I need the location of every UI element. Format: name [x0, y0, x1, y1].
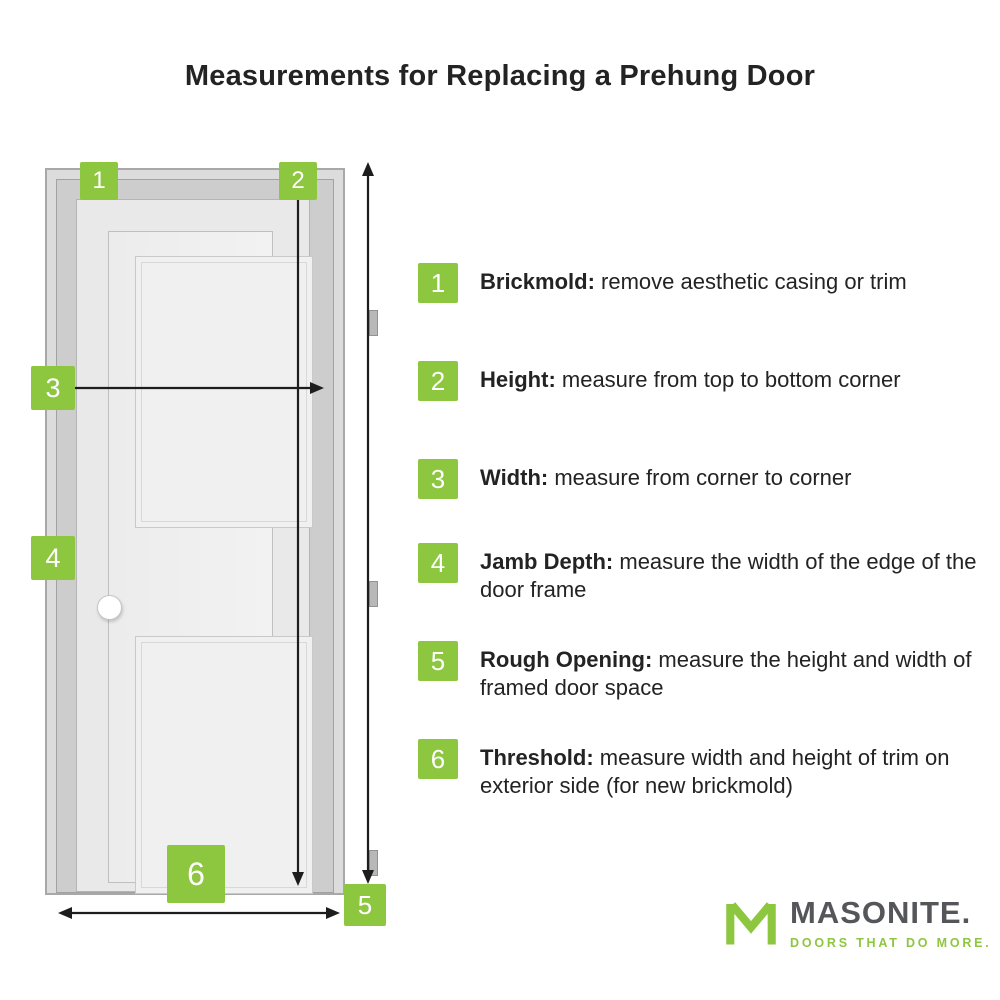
legend-desc-4: measure the width of the edge of the doo… — [480, 549, 977, 602]
legend-desc-1: remove aesthetic casing or trim — [594, 269, 907, 294]
legend-badge-1: 1 — [418, 263, 458, 303]
legend-item-brickmold: 1 Brickmold: remove aesthetic casing or … — [418, 263, 980, 303]
legend-item-jamb-depth: 4 Jamb Depth: measure the width of the e… — [418, 543, 980, 604]
legend-desc-2: measure from top to bottom corner — [555, 367, 901, 392]
legend-label-1: Brickmold: — [480, 269, 595, 294]
door-panel-top — [135, 256, 313, 528]
door-slab — [97, 231, 378, 894]
legend-badge-3: 3 — [418, 459, 458, 499]
door-jamb — [76, 199, 378, 894]
badge-brickmold: 1 — [80, 162, 118, 200]
legend-item-width: 3 Width: measure from corner to corner — [418, 459, 980, 499]
legend-item-rough-opening: 5 Rough Opening: measure the height and … — [418, 641, 980, 702]
masonite-m-icon — [726, 902, 776, 945]
badge-height: 2 — [279, 162, 317, 200]
door-frame-casing — [56, 179, 378, 894]
legend-badge-6: 6 — [418, 739, 458, 779]
logo-tagline-text: DOORS THAT DO MORE. — [790, 936, 992, 950]
threshold-arrow — [58, 907, 340, 919]
rough-opening-arrow — [362, 162, 374, 884]
legend-text-2: Height: measure from top to bottom corne… — [480, 361, 980, 394]
legend-badge-2: 2 — [418, 361, 458, 401]
legend-label-6: Threshold: — [480, 745, 594, 770]
legend-desc-6: measure width and height of trim on exte… — [480, 745, 950, 798]
legend-text-1: Brickmold: remove aesthetic casing or tr… — [480, 263, 980, 296]
page-title: Measurements for Replacing a Prehung Doo… — [184, 60, 816, 92]
badge-jamb-depth: 4 — [31, 536, 75, 580]
legend-item-threshold: 6 Threshold: measure width and height of… — [418, 739, 980, 800]
legend-text-5: Rough Opening: measure the height and wi… — [480, 641, 980, 702]
legend-label-5: Rough Opening: — [480, 647, 653, 672]
legend-label-4: Jamb Depth: — [480, 549, 614, 574]
badge-threshold: 6 — [167, 845, 225, 903]
door-knob — [97, 595, 122, 620]
masonite-logo: MASONITE. DOORS THAT DO MORE. — [724, 896, 992, 950]
legend-badge-5: 5 — [418, 641, 458, 681]
logo-text-column: MASONITE. DOORS THAT DO MORE. — [790, 895, 992, 951]
badge-rough-opening: 5 — [344, 884, 386, 926]
legend-text-4: Jamb Depth: measure the width of the edg… — [480, 543, 980, 604]
legend-text-6: Threshold: measure width and height of t… — [480, 739, 980, 800]
legend-text-3: Width: measure from corner to corner — [480, 459, 980, 492]
legend-item-height: 2 Height: measure from top to bottom cor… — [418, 361, 980, 401]
logo-brand-text: MASONITE. — [790, 895, 972, 930]
door-hinge-middle — [369, 581, 378, 607]
door-hinge-top — [369, 310, 378, 336]
legend-badge-4: 4 — [418, 543, 458, 583]
door-hinge-bottom — [369, 850, 378, 876]
legend-desc-3: measure from corner to corner — [548, 465, 852, 490]
badge-width: 3 — [31, 366, 75, 410]
legend-label-2: Height: — [480, 367, 556, 392]
door-frame-brickmold — [45, 168, 378, 895]
legend-desc-5: measure the height and width of framed d… — [480, 647, 972, 700]
legend-label-3: Width: — [480, 465, 549, 490]
